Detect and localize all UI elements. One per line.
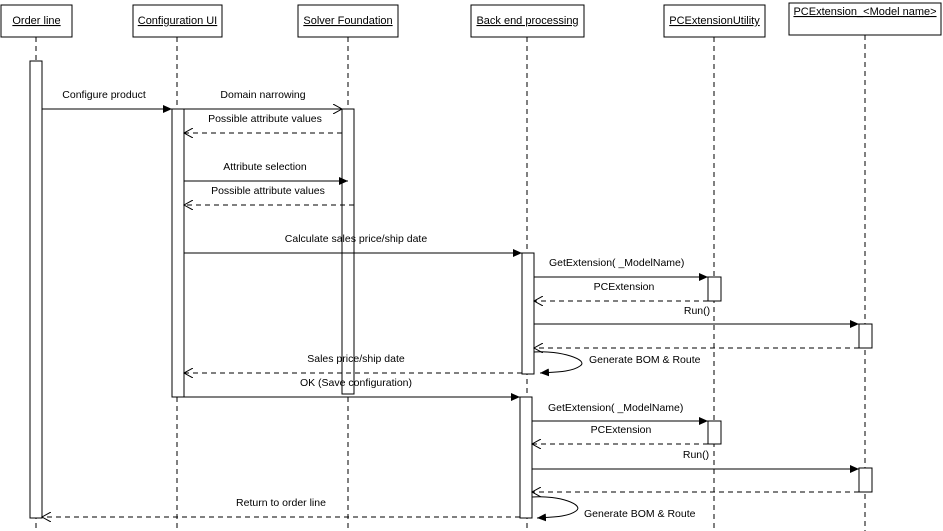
message-getextension-1: GetExtension( _ModelName): [534, 257, 708, 281]
activation-pcextensionutility-2: [707, 420, 722, 445]
message-label: Calculate sales price/ship date: [285, 233, 428, 245]
message-domain-narrowing: Domain narrowing: [184, 89, 342, 109]
message-label: PCExtension: [594, 281, 655, 293]
message-label: GetExtension( _ModelName): [548, 402, 683, 414]
message-label: Run(): [683, 449, 709, 461]
participant-pcextension-model: PCExtension_<Model name>: [788, 2, 942, 36]
activation-back-end-processing-2: [519, 396, 533, 519]
message-sales-price-ship-date: Sales price/ship date: [184, 353, 522, 373]
message-possible-attribute-values-1: Possible attribute values: [184, 113, 342, 133]
message-getextension-2: GetExtension( _ModelName): [532, 402, 708, 425]
activation-back-end-processing-1: [521, 252, 535, 375]
message-ok-save-configuration: OK (Save configuration): [184, 377, 520, 401]
message-run-2: Run(): [532, 449, 859, 473]
message-generate-bom-route-1: Generate BOM & Route: [533, 351, 701, 377]
participant-pcextensionutility: PCExtensionUtility: [663, 4, 766, 38]
message-pcextension-return-1: PCExtension: [534, 281, 708, 301]
message-label: Possible attribute values: [211, 185, 325, 197]
message-label: Return to order line: [236, 497, 326, 509]
participant-configuration-ui: Configuration UI: [132, 4, 223, 38]
activation-pcextension-model-2: [858, 467, 873, 493]
participant-label: Configuration UI: [138, 15, 218, 27]
participant-label: Order line: [12, 15, 60, 27]
message-label: Generate BOM & Route: [589, 354, 701, 366]
message-label: OK (Save configuration): [300, 377, 412, 389]
message-label: Possible attribute values: [208, 113, 322, 125]
message-label: PCExtension: [591, 424, 652, 436]
message-return-to-order-line: Return to order line: [42, 497, 520, 517]
message-generate-bom-route-2: Generate BOM & Route: [531, 496, 696, 522]
message-calculate-sales-price: Calculate sales price/ship date: [184, 233, 522, 257]
message-pcextension-return-2: PCExtension: [532, 424, 708, 444]
activation-configuration-ui: [171, 108, 185, 398]
participant-order-line: Order line: [0, 4, 73, 38]
message-label: Configure product: [62, 89, 146, 101]
message-label: Domain narrowing: [220, 89, 305, 101]
message-attribute-selection: Attribute selection: [184, 161, 348, 185]
activation-pcextension-model-1: [858, 323, 873, 349]
participant-back-end-processing: Back end processing: [470, 4, 585, 38]
activation-solver-foundation: [341, 108, 355, 395]
message-label: Generate BOM & Route: [584, 508, 696, 520]
participant-label: PCExtensionUtility: [669, 15, 760, 27]
participant-label: Back end processing: [476, 15, 578, 27]
participant-solver-foundation: Solver Foundation: [297, 4, 399, 38]
participant-label: PCExtension_<Model name>: [793, 6, 936, 18]
participant-label: Solver Foundation: [303, 15, 392, 27]
activation-order-line: [29, 60, 43, 519]
activation-pcextensionutility-1: [707, 276, 722, 302]
message-run-1: Run(): [534, 305, 859, 328]
message-label: Attribute selection: [223, 161, 307, 173]
message-label: GetExtension( _ModelName): [549, 257, 684, 269]
message-possible-attribute-values-2: Possible attribute values: [184, 185, 354, 205]
message-label: Sales price/ship date: [307, 353, 405, 365]
message-label: Run(): [684, 305, 710, 317]
message-configure-product: Configure product: [42, 89, 172, 113]
